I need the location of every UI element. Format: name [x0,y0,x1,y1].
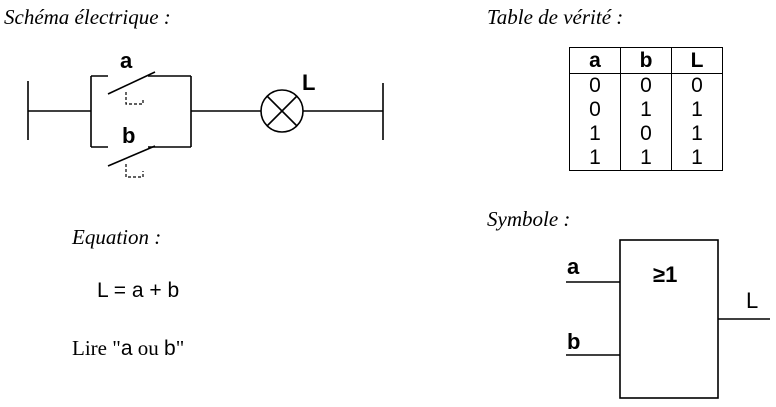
switch-a-actuator [125,92,144,105]
cell: 1 [671,122,723,146]
reading-prefix: Lire " [72,336,121,360]
equation-heading: Equation : [72,225,162,249]
equation-reading: Lire "a ou b" [72,336,184,361]
reading-var-b: b [164,337,176,360]
switch-a-label: a [120,48,133,73]
equation-formula: L = a + b [97,279,180,302]
table-row: 0 0 0 [569,73,723,98]
header-a: a [569,47,621,74]
cell: 1 [620,146,672,171]
gate-function-label: ≥1 [653,262,678,287]
cell: 0 [569,98,621,122]
schema-heading: Schéma électrique : [4,5,171,29]
cell: 1 [671,98,723,122]
gate-input-b-label: b [567,329,581,354]
symbol-heading: Symbole : [487,207,571,231]
cell: 1 [569,122,621,146]
reading-var-a: a [120,337,133,360]
cell: 0 [671,73,723,98]
cell: 1 [569,146,621,171]
switch-b-actuator [125,164,144,178]
gate-output-label: L [746,288,759,313]
cell: 0 [620,73,672,98]
table-row: 1 1 1 [569,146,723,171]
truth-table-heading: Table de vérité : [487,5,624,29]
lamp-label: L [302,70,316,95]
switch-a-contact [107,71,156,95]
cell: 0 [569,73,621,98]
cell: 1 [620,98,672,122]
cell: 0 [620,122,672,146]
header-b: b [620,47,672,74]
header-l: L [671,47,723,74]
gate-input-a-label: a [567,254,580,279]
truth-table: a b L 0 0 0 0 1 1 1 0 1 1 1 1 [569,47,723,171]
table-row: 1 0 1 [569,122,723,146]
switch-b-label: b [122,123,136,148]
switch-b-contact [107,145,156,167]
reading-suffix: " [175,336,185,360]
reading-word: ou [132,336,164,360]
cell: 1 [671,146,723,171]
table-row: 0 1 1 [569,98,723,122]
